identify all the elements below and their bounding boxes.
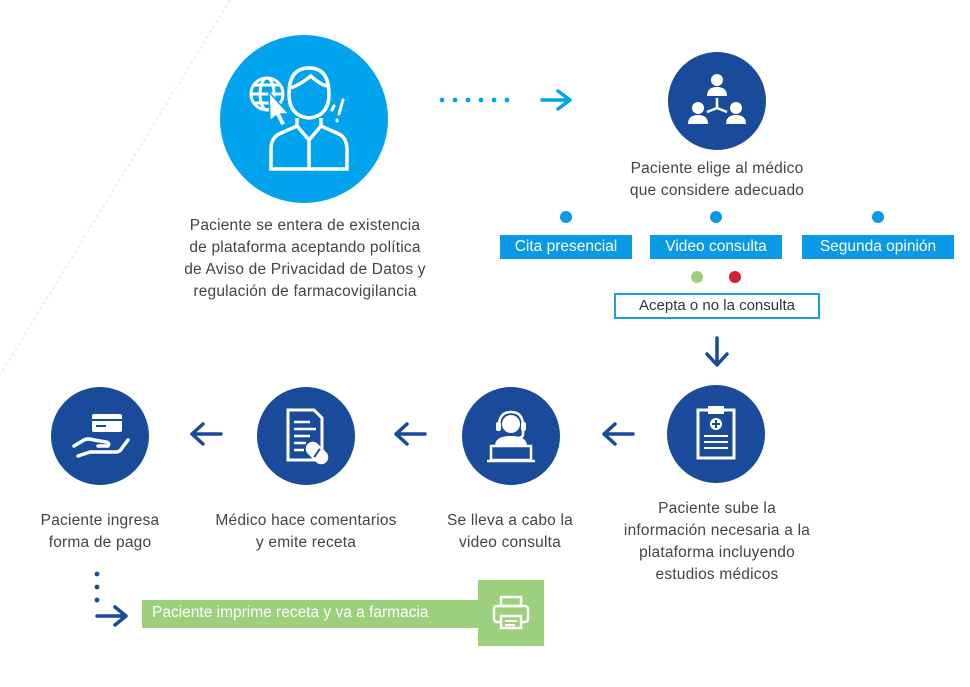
- decorative-line: [0, 0, 231, 376]
- clipboard-icon: [667, 385, 765, 483]
- option-cita-presencial: Cita presencial: [500, 235, 632, 259]
- option-dot: [710, 211, 722, 223]
- doctors-network-icon: [668, 52, 766, 150]
- reject-dot: [729, 271, 741, 283]
- arrow-down-icon: [705, 336, 729, 367]
- option-dot: [872, 211, 884, 223]
- pharmacy-label: Paciente imprime receta y va a farmacia: [142, 600, 484, 628]
- accept-dot: [691, 271, 703, 283]
- option-segunda-opinion: Segunda opinión: [802, 235, 954, 259]
- choose-doctor-text: Paciente elige al médico que considere a…: [629, 160, 805, 199]
- video-text: Se lleva a cabo la video consulta: [447, 512, 573, 551]
- card-hand-icon: [51, 387, 149, 485]
- awareness-text: Paciente se entera de existencia de plat…: [184, 217, 426, 300]
- arrow-left-icon: [394, 422, 427, 446]
- prescription-icon: [257, 387, 355, 485]
- dotted-arrow-icon: [94, 571, 128, 627]
- accept-box: Acepta o no la consulta: [614, 293, 820, 319]
- payment-text: Paciente ingresa forma de pago: [40, 512, 160, 551]
- headset-doctor-icon: [462, 387, 560, 485]
- upload-text: Paciente sube la información necesaria a…: [623, 500, 811, 583]
- user-web-icon: [220, 35, 388, 203]
- arrow-left-icon: [602, 422, 635, 446]
- dotted-arrow-right-icon: [439, 89, 572, 111]
- option-video-consulta: Video consulta: [650, 235, 782, 259]
- arrow-left-icon: [190, 422, 223, 446]
- printer-icon: [478, 580, 544, 646]
- prescription-text: Médico hace comentarios y emite receta: [215, 512, 397, 551]
- option-dot: [560, 211, 572, 223]
